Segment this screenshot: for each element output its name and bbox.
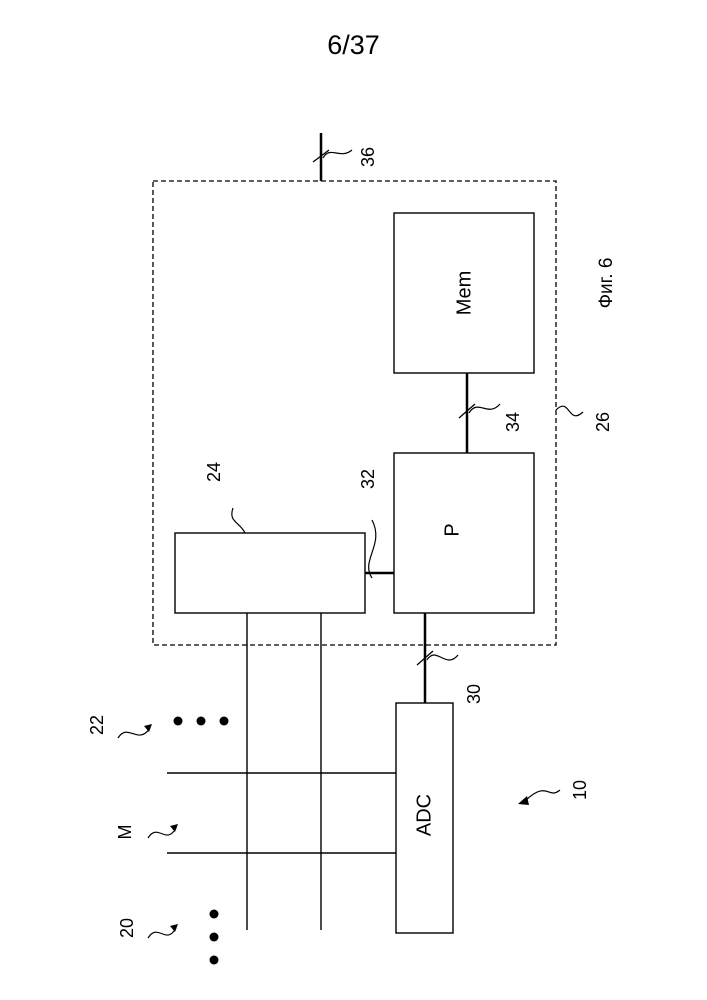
leader-30 bbox=[427, 655, 458, 660]
ref-30: 30 bbox=[464, 684, 484, 704]
label-processor: P bbox=[441, 523, 463, 536]
ellipsis-dot bbox=[174, 717, 183, 726]
ellipsis-dot bbox=[210, 910, 219, 919]
processor-block bbox=[394, 453, 534, 613]
arrow-leader-10 bbox=[526, 790, 560, 800]
ref-24: 24 bbox=[204, 462, 224, 482]
ref-36: 36 bbox=[358, 147, 378, 167]
arrow-head-m bbox=[170, 824, 178, 832]
ref-34: 34 bbox=[503, 412, 523, 432]
ref-26: 26 bbox=[593, 412, 613, 432]
leader-26 bbox=[556, 406, 583, 416]
leader-24 bbox=[232, 508, 245, 533]
figure-caption: Фиг. 6 bbox=[596, 258, 617, 309]
interface-block-24 bbox=[175, 533, 365, 613]
arrow-head-10 bbox=[518, 796, 529, 805]
leader-32 bbox=[369, 520, 376, 578]
label-adc: ADC bbox=[413, 794, 435, 836]
ellipsis-dot bbox=[210, 933, 219, 942]
ellipsis-dot bbox=[210, 956, 219, 965]
arrow-leader-20 bbox=[148, 928, 176, 938]
ref-m: M bbox=[115, 825, 135, 840]
arrow-leader-m bbox=[148, 828, 176, 838]
ref-10: 10 bbox=[570, 780, 590, 800]
arrow-head-22 bbox=[144, 724, 152, 732]
arrow-leader-22 bbox=[118, 728, 150, 738]
ellipsis-dot bbox=[197, 717, 206, 726]
ref-20: 20 bbox=[117, 918, 137, 938]
ref-32: 32 bbox=[358, 469, 378, 489]
arrow-head-20 bbox=[170, 924, 178, 932]
label-memory: Mem bbox=[453, 271, 475, 315]
ref-22: 22 bbox=[87, 715, 107, 735]
ellipsis-dot bbox=[220, 717, 229, 726]
